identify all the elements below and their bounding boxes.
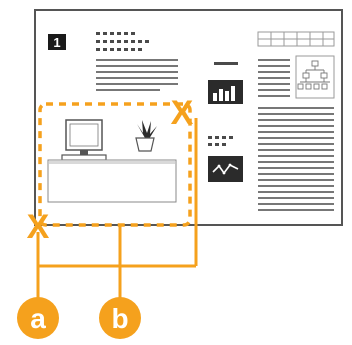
page-number-text: 1 <box>53 35 60 50</box>
corner-x-mark-bottom-left: X <box>27 208 50 246</box>
callout-a: a <box>17 297 59 339</box>
callout-b: b <box>99 297 141 339</box>
page-number-badge: 1 <box>48 34 66 50</box>
gray-content-block <box>48 160 176 202</box>
corner-x-mark-top-right: X <box>171 94 194 132</box>
org-chart-box <box>296 56 334 98</box>
right-short-lines <box>258 60 290 96</box>
corner-x-text-top: X <box>171 94 194 132</box>
callout-b-label: b <box>111 303 128 334</box>
callout-a-label: a <box>30 303 46 334</box>
corner-x-text-bottom: X <box>27 208 50 246</box>
